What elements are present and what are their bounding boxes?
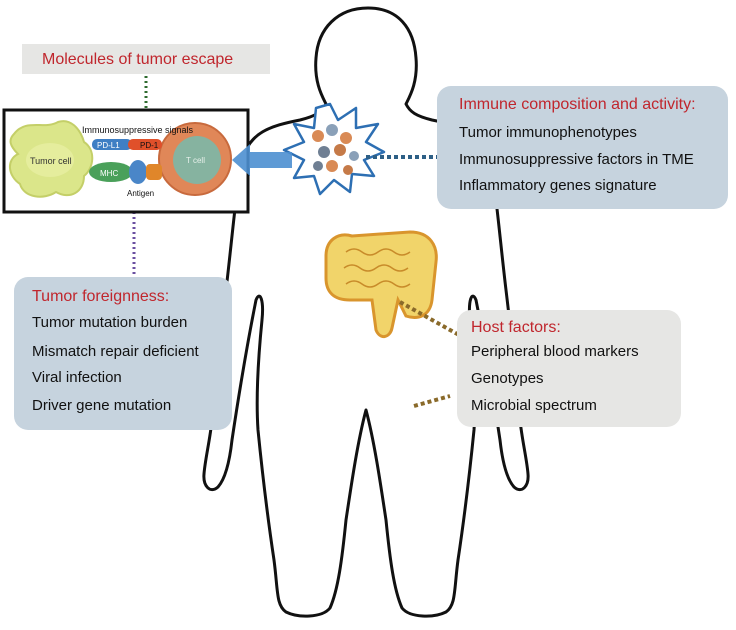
pd1-receptor [128, 139, 162, 150]
pdl1-label: PD-L1 [97, 141, 120, 150]
blue-arrow-icon [232, 144, 292, 176]
immune-composition-title: Immune composition and activity: [459, 96, 696, 113]
host-connector-1 [399, 300, 469, 342]
tcell-label: T cell [186, 156, 205, 165]
foreign-item: Mismatch repair deficient [32, 343, 199, 360]
immune-item: Immunosuppressive factors in TME [459, 151, 694, 168]
intestine-icon [324, 230, 438, 338]
pdl1-receptor [92, 139, 132, 150]
tumor-escape-box: Molecules of tumor escape [22, 44, 270, 74]
tcr-receptor [146, 164, 162, 180]
host-item: Peripheral blood markers [471, 343, 639, 360]
pd1-label: PD-1 [140, 141, 159, 150]
signals-label: Immunosuppressive signals [82, 125, 194, 135]
immune-item: Inflammatory genes signature [459, 177, 657, 194]
foreign-item: Driver gene mutation [32, 397, 172, 414]
tumor-foreignness-title: Tumor foreignness: [32, 288, 170, 305]
immune-composition-box: Immune composition and activity: Tumor i… [437, 86, 728, 209]
antigen-label: Antigen [127, 189, 154, 198]
host-item: Genotypes [471, 370, 544, 387]
mhc-receptor [89, 162, 133, 182]
host-item: Microbial spectrum [471, 397, 597, 414]
foreign-item: Tumor mutation burden [32, 314, 188, 331]
foreign-item: Viral infection [32, 369, 122, 386]
antigen-shape [129, 160, 147, 184]
tumor-star-icon [282, 102, 386, 196]
tumor-cell-label: Tumor cell [30, 156, 72, 166]
t-cell [158, 122, 232, 196]
host-factors-box: Host factors: Peripheral blood markers G… [457, 310, 681, 427]
immune-item: Tumor immunophenotypes [459, 124, 637, 141]
host-connector-2 [413, 394, 451, 408]
mhc-label: MHC [100, 169, 118, 178]
tumor-cell [9, 120, 94, 198]
tumor-foreignness-box: Tumor foreignness: Tumor mutation burden… [14, 277, 232, 430]
tumor-escape-title: Molecules of tumor escape [42, 51, 234, 68]
host-factors-title: Host factors: [471, 319, 561, 336]
